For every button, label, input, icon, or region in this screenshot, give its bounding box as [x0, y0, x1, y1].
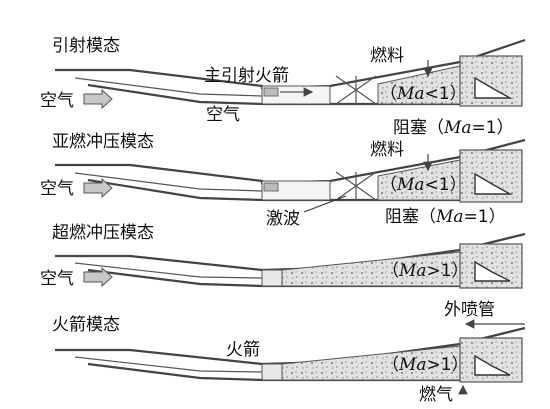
plug-nozzle	[474, 354, 511, 376]
mode-title: 引射模态	[52, 36, 120, 56]
inlet-arrow	[83, 88, 113, 110]
inlet-air-label: 空气	[40, 269, 74, 289]
mach-label: （Ma>1）	[382, 261, 469, 281]
inlet-air-label: 空气	[40, 179, 74, 199]
panel-ejector-mode: 引射模态 主引射火箭 燃料 空气 （Ma<1） 阻塞（Ma=1） 空气	[40, 36, 526, 138]
inlet-arrow	[83, 266, 113, 288]
panel-subsonic-ramjet-mode: 亚燃冲压模态 燃料 （Ma<1） 激波 阻塞（Ma=1） 空气	[40, 132, 526, 229]
mach-label: （Ma>1）	[382, 355, 469, 375]
ramp-line	[74, 172, 263, 192]
lower-wall	[87, 83, 460, 106]
rocket-body	[261, 269, 283, 287]
mode-title: 火箭模态	[52, 315, 120, 335]
rocket-nozzle	[263, 182, 279, 192]
outer-nozzle-label: 外喷管	[444, 300, 495, 320]
rocket-body	[261, 180, 331, 201]
inlet-arrow	[83, 177, 113, 199]
choke-label: 阻塞（Ma=1）	[385, 207, 506, 227]
ramp-line	[74, 262, 263, 279]
rocket-nozzle	[263, 87, 279, 97]
mixing-region	[335, 75, 377, 105]
plug-nozzle	[474, 76, 513, 99]
mode-title: 超燃冲压模态	[52, 223, 154, 243]
rocket-body	[261, 363, 283, 381]
mode-title: 亚燃冲压模态	[52, 132, 154, 152]
panel-rocket-mode: 火箭模态 火箭 （Ma>1） 外喷管 燃气	[52, 300, 526, 405]
fuel-label: 燃料	[370, 140, 404, 160]
choke-label: 阻塞（Ma=1）	[393, 118, 514, 138]
inlet-air-label: 空气	[40, 91, 74, 111]
rocket-label: 主引射火箭	[204, 66, 289, 86]
ramp-line	[74, 356, 263, 373]
lower-wall	[87, 178, 460, 202]
inner-air-label: 空气	[206, 105, 240, 125]
fuel-label: 燃料	[370, 46, 404, 66]
exhaust-label: 燃气	[419, 385, 453, 405]
shock-leader-line	[303, 195, 347, 213]
shock-label: 激波	[266, 209, 300, 229]
rocket-label: 火箭	[226, 340, 260, 360]
shock-train	[335, 171, 377, 201]
mach-label: （Ma<1）	[380, 84, 467, 104]
ramp-line	[74, 77, 263, 97]
panel-scramjet-mode: 超燃冲压模态 （Ma>1） 空气	[40, 223, 526, 289]
plug-nozzle	[474, 260, 511, 282]
mach-label: （Ma<1）	[380, 175, 467, 195]
plug-nozzle	[474, 172, 513, 195]
